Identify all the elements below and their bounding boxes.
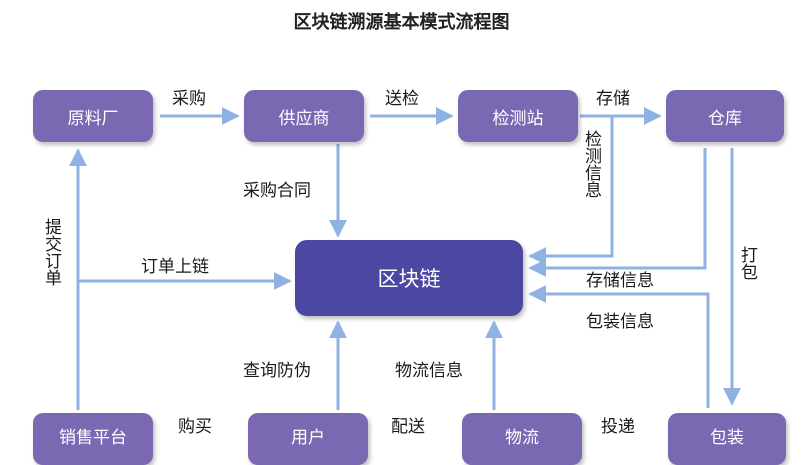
node-inspection: 检测站 [458,90,578,142]
node-logistics: 物流 [462,413,582,465]
label-pack: 打包 [737,246,757,280]
node-blockchain: 区块链 [295,240,523,316]
label-submit-order: 提交订单 [41,218,61,286]
label-package-info: 包装信息 [586,312,654,332]
label-anti-fake: 查询防伪 [243,361,311,381]
label-purchase: 采购 [172,89,206,109]
arrow-storage-info [528,148,707,277]
label-deliver: 配送 [391,417,425,437]
node-supplier: 供应商 [244,90,364,142]
label-send-inspect: 送检 [385,89,419,109]
label-logistics-info: 物流信息 [395,361,463,381]
arrow-inspection-info [528,116,614,265]
label-inspect-info: 检测信息 [581,130,601,198]
diagram-title: 区块链溯源基本模式流程图 [293,12,510,33]
label-storage-info: 存储信息 [586,271,654,291]
arrow-package-info [528,285,710,408]
node-packaging: 包装 [668,413,786,465]
label-purchase-contract: 采购合同 [243,181,311,201]
node-raw-factory: 原料厂 [33,90,153,142]
label-store: 存储 [596,89,630,109]
node-sales-platform: 销售平台 [33,413,153,465]
label-dispatch: 投递 [601,417,635,437]
node-user: 用户 [248,413,368,465]
label-order-on-chain: 订单上链 [141,257,209,277]
node-warehouse: 仓库 [666,90,784,142]
connector-lines [69,107,741,410]
label-buy: 购买 [178,417,212,437]
